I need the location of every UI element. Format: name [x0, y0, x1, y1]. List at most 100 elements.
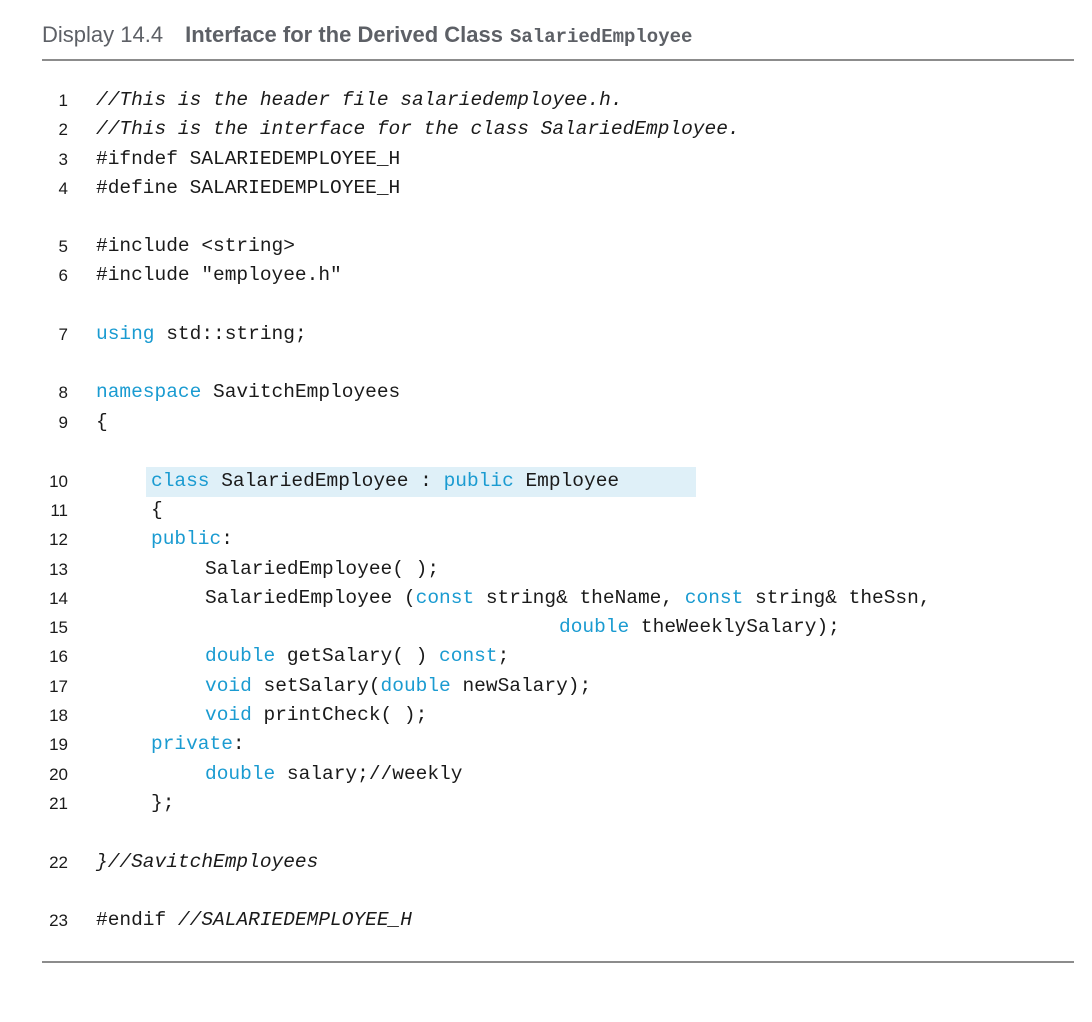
code-line: 11 { [0, 496, 162, 525]
code-text: void printCheck( ); [205, 701, 427, 730]
code-segment: newSalary); [450, 675, 592, 697]
code-segment: std::string; [154, 323, 307, 345]
bottom-divider [42, 961, 1074, 963]
code-comment: //SALARIEDEMPLOYEE_H [177, 909, 412, 931]
keyword: double [380, 675, 451, 697]
code-text: #include "employee.h" [96, 264, 342, 286]
line-number: 19 [49, 735, 68, 754]
keyword: using [96, 323, 155, 345]
display-number: Display 14.4 [42, 22, 164, 47]
code-segment: getSalary( ) [275, 645, 440, 667]
line-number: 8 [58, 383, 68, 402]
code-text: void setSalary(double newSalary); [205, 672, 591, 701]
line-number: 7 [58, 325, 68, 344]
keyword: namespace [96, 381, 202, 403]
keyword: const [439, 645, 498, 667]
code-line: 17 void setSalary(double newSalary); [0, 672, 591, 701]
line-number: 23 [49, 911, 68, 930]
code-text: double getSalary( ) const; [205, 642, 509, 671]
keyword: private [151, 733, 233, 755]
code-text: SalariedEmployee( ); [205, 558, 440, 580]
code-segment: #endif [96, 909, 178, 931]
line-number: 16 [49, 647, 68, 666]
line-number: 12 [49, 530, 68, 549]
code-comment: //This is the interface for the class Sa… [96, 118, 740, 140]
line-number: 20 [49, 765, 68, 784]
code-text: namespace SavitchEmployees [96, 378, 400, 407]
code-segment: ; [497, 645, 510, 667]
code-comment: }//SavitchEmployees [96, 851, 319, 873]
keyword: public [443, 470, 514, 492]
code-text: #include <string> [96, 235, 295, 257]
code-line: 3 #ifndef SALARIEDEMPLOYEE_H [0, 145, 401, 174]
code-text: public: [151, 525, 233, 554]
code-segment: theWeeklySalary); [629, 616, 840, 638]
line-number: 9 [58, 413, 68, 432]
line-number: 14 [49, 589, 68, 608]
code-line: 23 #endif //SALARIEDEMPLOYEE_H [0, 906, 412, 935]
code-line: 14 SalariedEmployee (const string& theNa… [0, 584, 930, 613]
code-text: }; [151, 792, 175, 814]
line-number: 10 [49, 472, 68, 491]
code-segment: string& theName, [474, 587, 685, 609]
code-text: double theWeeklySalary); [559, 613, 840, 642]
keyword: const [684, 587, 744, 609]
code-text: #endif //SALARIEDEMPLOYEE_H [96, 906, 412, 935]
keyword: double [559, 616, 630, 638]
code-line: 22 }//SavitchEmployees [0, 848, 318, 877]
code-text: using std::string; [96, 320, 307, 349]
code-text: private: [151, 730, 245, 759]
top-divider [42, 59, 1074, 61]
line-number: 13 [49, 560, 68, 579]
code-segment: SavitchEmployees [201, 381, 401, 403]
code-segment: SalariedEmployee ( [205, 587, 416, 609]
display-class-name: SalariedEmployee [509, 26, 693, 48]
code-segment: : [221, 528, 233, 550]
caption: Display 14.4 Interface for the Derived C… [42, 22, 692, 54]
line-number: 21 [49, 794, 68, 813]
code-text: SalariedEmployee (const string& theName,… [205, 584, 931, 613]
code-segment: printCheck( ); [251, 704, 428, 726]
code-text: { [151, 499, 163, 521]
code-line: 10 class SalariedEmployee : public Emplo… [0, 467, 619, 496]
code-line: 15 double theWeeklySalary); [0, 613, 840, 642]
code-line: 5 #include <string> [0, 232, 295, 261]
line-number: 22 [49, 853, 68, 872]
line-number: 1 [58, 91, 68, 110]
keyword: double [205, 645, 276, 667]
code-line: 19 private: [0, 730, 245, 759]
keyword: class [151, 470, 210, 492]
line-number: 17 [49, 677, 68, 696]
code-segment: SalariedEmployee : [209, 470, 444, 492]
keyword: public [151, 528, 222, 550]
code-line: 12 public: [0, 525, 233, 554]
code-line: 9 { [0, 408, 108, 437]
keyword: double [205, 763, 276, 785]
code-segment: setSalary( [251, 675, 381, 697]
line-number: 6 [58, 266, 68, 285]
code-segment: string& theSsn, [743, 587, 931, 609]
code-text: #define SALARIEDEMPLOYEE_H [96, 177, 401, 199]
code-text: #ifndef SALARIEDEMPLOYEE_H [96, 148, 401, 170]
code-line: 18 void printCheck( ); [0, 701, 427, 730]
code-segment: Employee [513, 470, 620, 492]
code-line: 8 namespace SavitchEmployees [0, 378, 401, 407]
code-comment: //This is the header file salariedemploy… [96, 89, 623, 111]
code-line: 2 //This is the interface for the class … [0, 115, 740, 144]
code-line: 20 double salary;//weekly [0, 760, 462, 789]
code-line: 4 #define SALARIEDEMPLOYEE_H [0, 174, 401, 203]
line-number: 3 [58, 150, 68, 169]
keyword: void [205, 704, 252, 726]
code-segment: salary;//weekly [275, 763, 463, 785]
code-line: 21 }; [0, 789, 174, 818]
code-line: 16 double getSalary( ) const; [0, 642, 509, 671]
code-text: double salary;//weekly [205, 760, 462, 789]
code-line: 6 #include "employee.h" [0, 261, 342, 290]
line-number: 18 [49, 706, 68, 725]
display-title: Interface for the Derived Class [185, 22, 503, 47]
keyword: const [415, 587, 475, 609]
line-number: 5 [58, 237, 68, 256]
code-line: 7 using std::string; [0, 320, 307, 349]
keyword: void [205, 675, 252, 697]
code-text: class SalariedEmployee : public Employee [151, 467, 619, 496]
